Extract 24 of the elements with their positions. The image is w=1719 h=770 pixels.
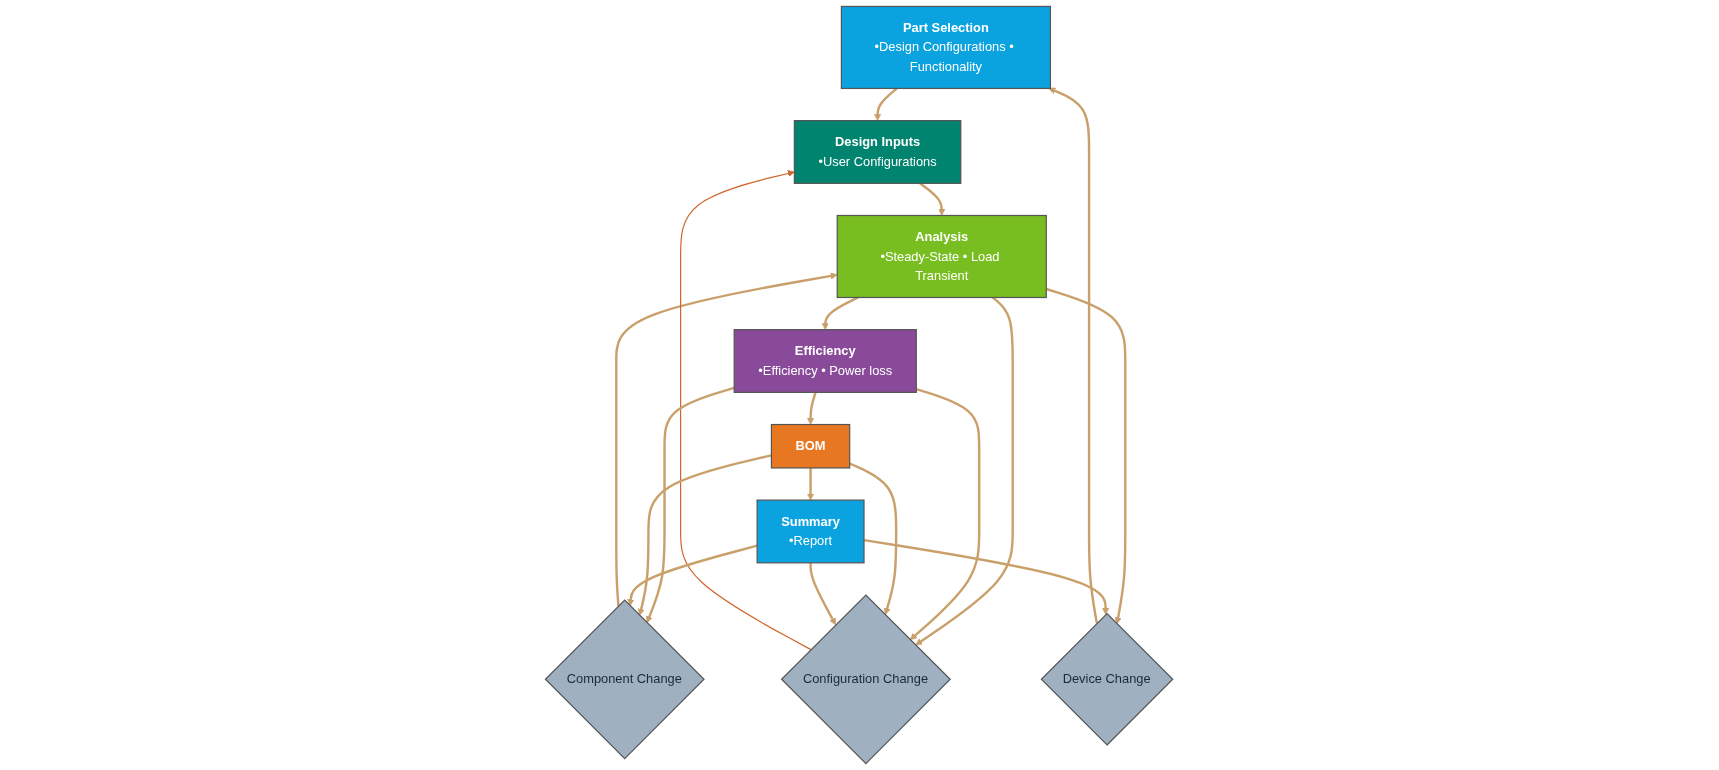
arrow <box>874 87 898 121</box>
arrow <box>1048 87 1099 624</box>
node-diamond: Configuration Change <box>781 594 952 765</box>
arrow <box>807 392 818 425</box>
node-box: Design Inputs •User Configurations <box>794 120 962 184</box>
arrow <box>910 387 981 641</box>
arrow <box>919 182 946 216</box>
node-diamond: Device Change <box>1040 612 1174 746</box>
node-box: Part Selection •Design Configurations • Functionality <box>841 5 1052 90</box>
node-box: BOM <box>771 423 851 469</box>
arrow <box>807 467 815 501</box>
node-box: Efficiency •Efficiency • Power loss <box>733 329 918 393</box>
arrow <box>864 538 1110 615</box>
node-box: Summary •Report <box>756 499 865 564</box>
arrow <box>680 170 812 651</box>
arrow <box>615 272 838 606</box>
arrow <box>822 296 859 330</box>
arrow <box>915 296 1015 646</box>
arrow <box>1046 287 1127 625</box>
node-box: Analysis •Steady-State • Load Transient <box>837 214 1048 299</box>
arrow <box>809 562 837 626</box>
node-diamond: Component Change <box>545 599 706 760</box>
arrow <box>627 544 758 607</box>
arrow <box>646 386 735 623</box>
